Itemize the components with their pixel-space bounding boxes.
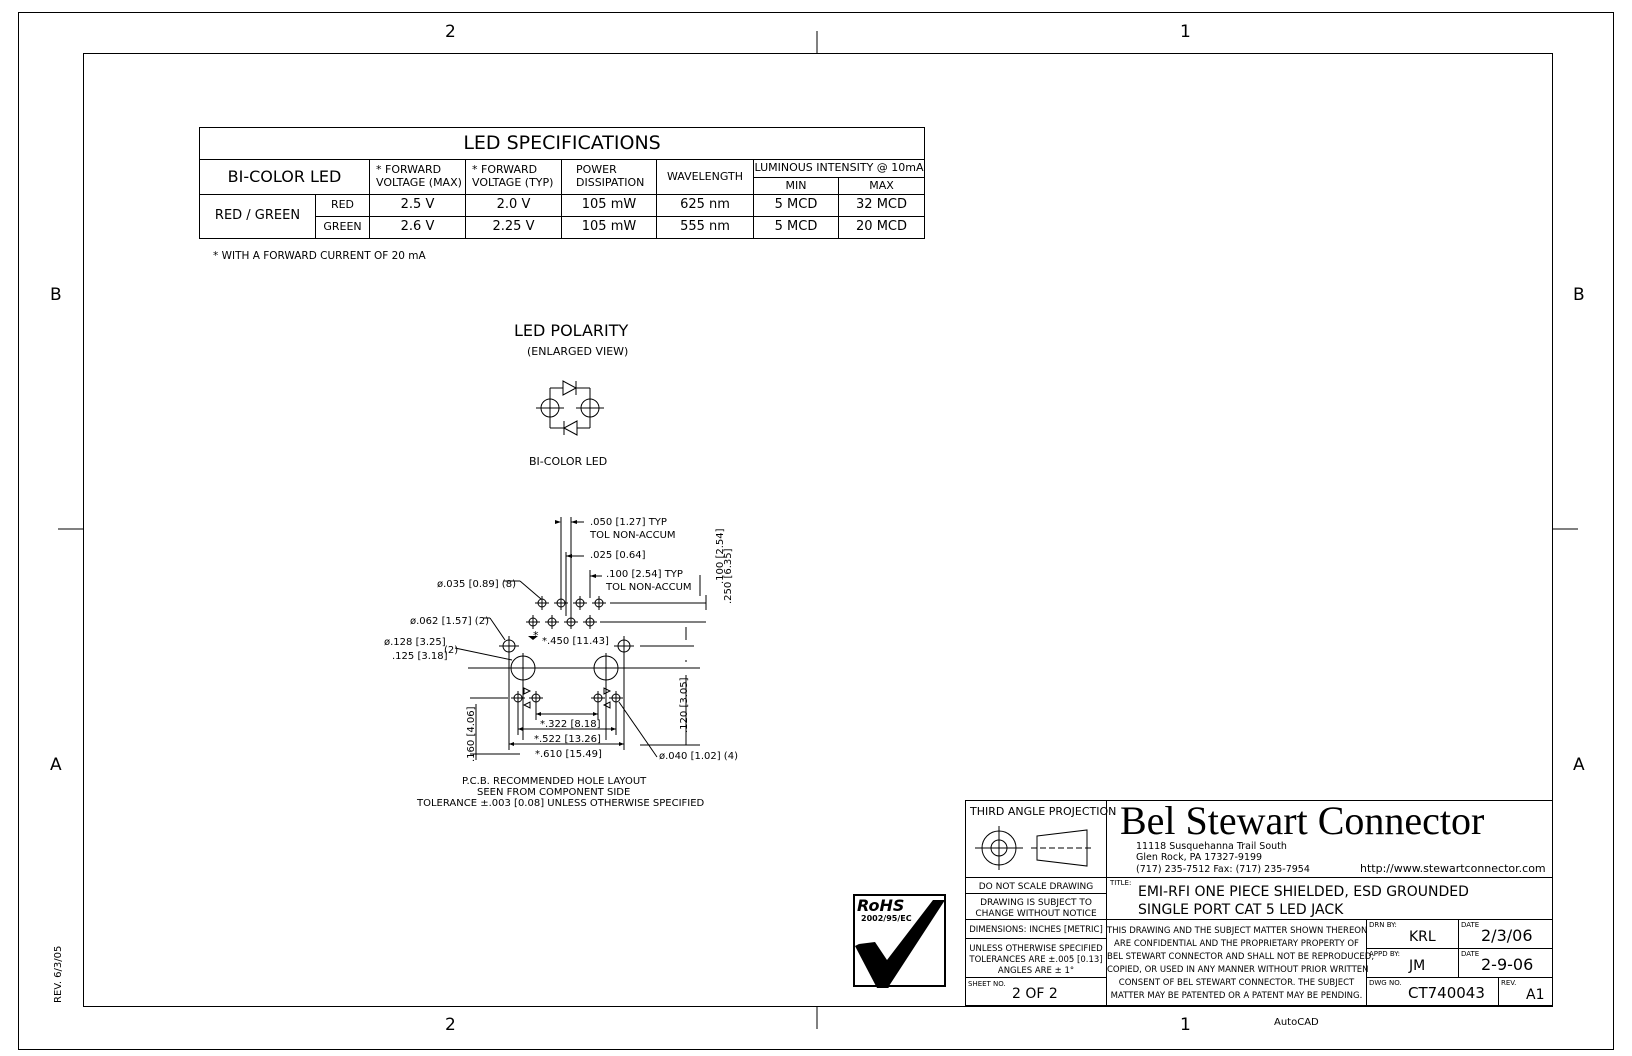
dim-322: *.322 [8.18] (540, 719, 601, 730)
confidential-line-1: THIS DRAWING AND THE SUBJECT MATTER SHOW… (1107, 926, 1368, 936)
table-row: GREEN 2.6 V 2.25 V 105 mW 555 nm 5 MCD 2… (200, 216, 926, 239)
confidential-line-5: CONSENT OF BEL STEWART CONNECTOR. THE SU… (1118, 978, 1355, 988)
cell-max: 32 MCD (837, 194, 926, 217)
cell-fv-max: 2.5 V (369, 194, 466, 217)
do-not-scale-note: DO NOT SCALE DRAWING (978, 882, 1094, 892)
row-color: GREEN (315, 216, 370, 239)
drawing-title-1: EMI-RFI ONE PIECE SHIELDED, ESD GROUNDED (1138, 884, 1469, 900)
polarity-subtitle: (ENLARGED VIEW) (527, 345, 629, 358)
group-label: RED / GREEN (199, 194, 316, 239)
header-wavelength: WAVELENGTH (656, 159, 754, 195)
pcb-note-3: TOLERANCE ±.003 [0.08] UNLESS OTHERWISE … (417, 798, 705, 809)
dim-450: *.450 [11.43] (542, 636, 609, 647)
subject-to-change-1: DRAWING IS SUBJECT TO (980, 898, 1092, 908)
cell-min: 5 MCD (753, 216, 839, 239)
company-url-text: http://www.stewartconnector.com (1360, 862, 1546, 875)
drawn-by-value: KRL (1409, 929, 1436, 945)
tolerance-note-3: ANGLES ARE ± 1° (997, 966, 1075, 976)
rohs-badge: RoHS 2002/95/EC (853, 894, 946, 988)
dim-125: .125 [3.18] (392, 651, 448, 662)
zone-label-right-b: B (1573, 285, 1585, 305)
approved-date-label: DATE (1461, 950, 1480, 958)
dim-610: *.610 [15.49] (535, 749, 602, 760)
pcb-note-1: P.C.B. RECOMMENDED HOLE LAYOUT (462, 776, 647, 787)
cell-max: 20 MCD (837, 216, 926, 239)
drawing-title-2: SINGLE PORT CAT 5 LED JACK (1138, 902, 1344, 918)
revision-label: REV. (1501, 979, 1517, 987)
zone-label-left-a: A (50, 755, 62, 775)
approved-by-label: APPD BY: (1369, 950, 1400, 958)
tolerance-note-2: TOLERANCES ARE ±.005 [0.13] (969, 955, 1103, 965)
dim-062-holes: ø.062 [1.57] (2) (410, 616, 489, 627)
dim-100-tolerance: TOL NON-ACCUM (606, 582, 692, 593)
dim-050-tolerance: TOL NON-ACCUM (590, 530, 676, 541)
company-url[interactable]: http://www.stewartconnector.com (1360, 863, 1546, 874)
zone-label-top-2: 2 (445, 22, 456, 42)
polarity-caption: BI-COLOR LED (529, 455, 608, 468)
polarity-title: LED POLARITY (514, 321, 629, 340)
company-phone: (717) 235-7512 Fax: (717) 235-7954 (1136, 864, 1310, 875)
led-spec-table: LED SPECIFICATIONS BI-COLOR LED * FORWAR… (198, 127, 926, 239)
bi-color-led-symbol (536, 380, 604, 436)
rohs-directive: 2002/95/EC (861, 914, 912, 923)
confidential-line-4: COPIED, OR USED IN ANY MANNER WITHOUT PR… (1107, 965, 1369, 975)
spec-table-title: LED SPECIFICATIONS (198, 127, 926, 160)
confidential-line-6: MATTER MAY BE PATENTED OR A PATENT MAY B… (1110, 991, 1363, 1001)
approved-date-value: 2-9-06 (1481, 955, 1534, 974)
zone-label-right-a: A (1573, 755, 1585, 775)
pcb-note-2: SEEN FROM COMPONENT SIDE (477, 787, 631, 798)
drawing-number-value: CT740043 (1408, 984, 1485, 1002)
title-label: TITLE: (1110, 879, 1132, 887)
zone-label-bottom-1: 1 (1180, 1015, 1191, 1035)
cell-power: 105 mW (561, 194, 657, 217)
sheet-number-value: 2 OF 2 (1012, 986, 1058, 1002)
company-address-1: 11118 Susquehanna Trail South (1136, 841, 1287, 852)
company-name: Bel Stewart Connector (1120, 798, 1485, 843)
dim-050: .050 [1.27] TYP (590, 517, 667, 528)
dim-522: *.522 [13.26] (534, 734, 601, 745)
header-luminous-intensity: LUMINOUS INTENSITY @ 10mA (752, 159, 926, 178)
cell-fv-typ: 2.25 V (465, 216, 562, 239)
third-angle-projection: THIRD ANGLE PROJECTION (970, 805, 1117, 818)
dimensions-note: DIMENSIONS: INCHES [METRIC] (969, 925, 1103, 935)
zone-label-left-b: B (50, 285, 62, 305)
subject-to-change-2: CHANGE WITHOUT NOTICE (975, 909, 1097, 919)
rohs-label: RoHS (857, 896, 905, 915)
dim-125-count: (2) (444, 645, 459, 656)
dim-035-holes: ø.035 [0.89] (8) (437, 579, 516, 590)
dim-128: ø.128 [3.25] (384, 637, 446, 648)
cell-fv-max: 2.6 V (369, 216, 466, 239)
header-forward-voltage-max: * FORWARD VOLTAGE (MAX) (369, 159, 466, 195)
cell-power: 105 mW (561, 216, 657, 239)
confidential-line-2: ARE CONFIDENTIAL AND THE PROPRIETARY PRO… (1114, 939, 1359, 949)
projection-symbol-icon (975, 826, 1093, 870)
drawing-number-label: DWG NO. (1369, 979, 1402, 987)
zone-label-top-1: 1 (1180, 22, 1191, 42)
zone-label-bottom-2: 2 (445, 1015, 456, 1035)
check-mark-icon (855, 900, 945, 988)
approved-by-value: JM (1409, 958, 1426, 974)
company-address-2: Glen Rock, PA 17327-9199 (1136, 852, 1263, 863)
confidential-line-3: BEL STEWART CONNECTOR AND SHALL NOT BE R… (1107, 952, 1375, 962)
revision-value: A1 (1526, 987, 1545, 1003)
dim-025: .025 [0.64] (590, 550, 646, 561)
asterisk-mark: * (533, 629, 539, 642)
dim-100: .100 [2.54] TYP (606, 569, 683, 580)
dim-040-holes: ø.040 [1.02] (4) (659, 751, 738, 762)
spec-footnote: * WITH A FORWARD CURRENT OF 20 mA (213, 250, 426, 262)
drawn-by-label: DRN BY: (1369, 921, 1397, 929)
drawn-date-value: 2/3/06 (1481, 926, 1533, 945)
cell-fv-typ: 2.0 V (465, 194, 562, 217)
header-max: MAX (837, 177, 926, 195)
autocad-label: AutoCAD (1274, 1017, 1319, 1028)
drawn-date-label: DATE (1461, 921, 1480, 929)
sheet-number-label: SHEET NO. (968, 980, 1006, 988)
tolerance-note-1: UNLESS OTHERWISE SPECIFIED (969, 944, 1103, 954)
